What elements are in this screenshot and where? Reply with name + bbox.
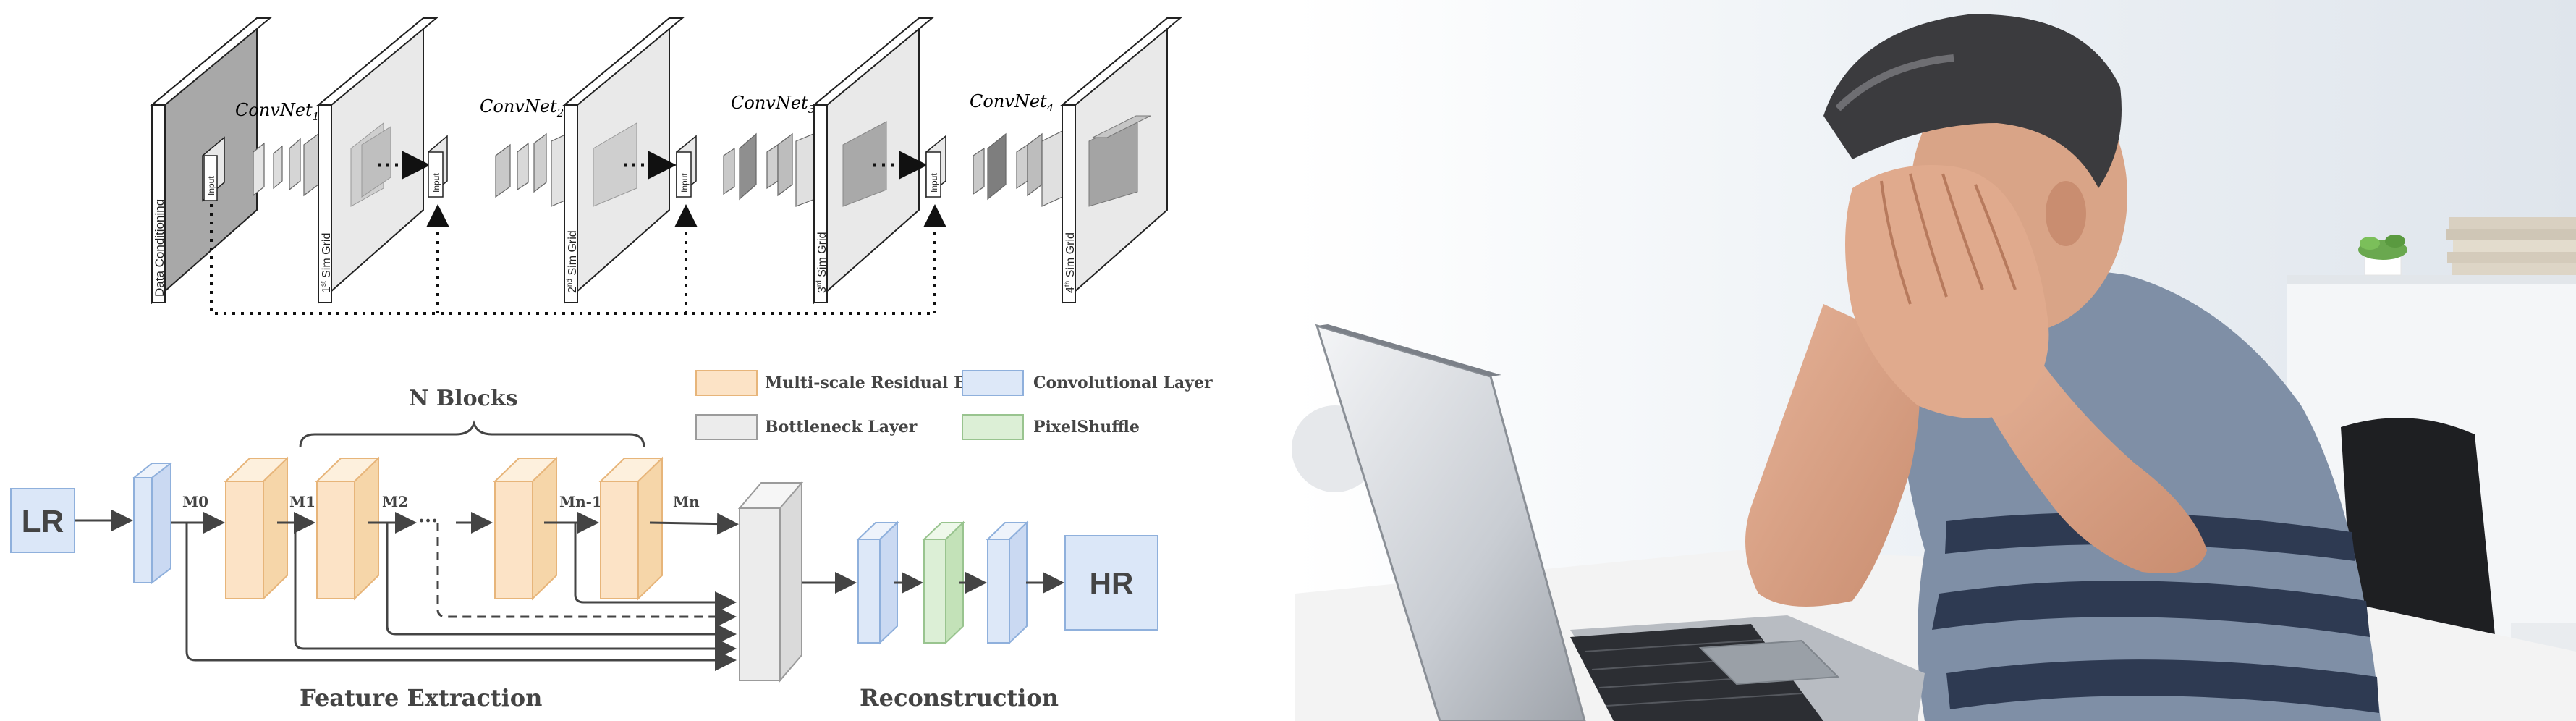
svg-text:Input: Input	[431, 173, 441, 193]
svg-text:Input: Input	[679, 173, 690, 193]
convnet-pipeline-diagram: Data Conditioning Input 1st Sim Grid	[150, 16, 1182, 315]
bottleneck-layer	[737, 481, 804, 683]
data-conditioning-label: Data Conditioning	[153, 199, 166, 297]
svg-text:Input: Input	[206, 176, 216, 195]
legend-swatch-msrb	[695, 370, 758, 396]
feature-label-mn: Mn	[673, 493, 700, 510]
legend-swatch-pixelshuffle	[962, 414, 1024, 440]
feature-label-mn-1: Mn-1	[559, 493, 602, 510]
legend-label-bottleneck: Bottleneck Layer	[765, 418, 918, 437]
feature-label-m0: M0	[182, 493, 208, 510]
sim-grid-4: 4th Sim Grid	[1060, 16, 1182, 305]
n-blocks-brace	[299, 420, 645, 448]
man-hands	[1845, 165, 2049, 418]
convnet-4-title: ConvNet4	[970, 91, 1054, 114]
feature-label-m2: M2	[382, 493, 408, 510]
section-label-reconstruction: Reconstruction	[860, 684, 1059, 712]
pixelshuffle-layer	[922, 520, 965, 645]
laptop-trackpad	[1698, 639, 1840, 686]
convnet-1-title: ConvNet1	[235, 100, 319, 123]
man-ear	[2046, 181, 2086, 246]
msrb-block-2	[315, 456, 381, 601]
sim-grid-2: 2nd Sim Grid	[562, 16, 685, 305]
n-blocks-title: N Blocks	[409, 386, 518, 411]
sim-grid-1: 1st Sim Grid	[316, 16, 438, 305]
conv-layer-recon-1	[856, 520, 899, 645]
conv-layer-recon-2	[986, 520, 1029, 645]
data-conditioning-block: Data Conditioning Input	[150, 16, 272, 305]
msrb-block-1	[224, 456, 289, 601]
feature-label-m1: M1	[289, 493, 315, 510]
sim-grid-2-label: 2nd Sim Grid	[566, 230, 579, 293]
finger-lines	[1880, 173, 2017, 305]
man-left-arm	[1745, 304, 1920, 607]
legend-swatch-conv	[962, 370, 1024, 396]
svg-text:HR: HR	[1090, 566, 1134, 600]
legend-label-pixelshuffle: PixelShuffle	[1033, 418, 1140, 437]
hr-box: HR	[1064, 535, 1158, 631]
books-stack	[2446, 217, 2576, 275]
stock-photo-frustrated-man	[1292, 0, 2576, 721]
sim-grid-1-label: 1st Sim Grid	[320, 233, 333, 293]
sim-grid-3: 3rd Sim Grid	[812, 16, 934, 305]
plant-pot	[2358, 235, 2407, 276]
sim-grid-4-label: 4th Sim Grid	[1064, 232, 1077, 293]
msrb-block-n	[598, 456, 664, 601]
man-hair	[1823, 14, 2122, 188]
legend-swatch-bottleneck	[695, 414, 758, 440]
conv-layer-head	[132, 461, 173, 585]
svg-text:LR: LR	[22, 504, 64, 539]
legend: Multi-scale Residual Block Convolutional…	[695, 370, 1213, 440]
svg-text:Input: Input	[929, 173, 939, 193]
skip-connections	[210, 204, 946, 315]
legend-label-conv: Convolutional Layer	[1033, 374, 1213, 392]
sim-grid-3-label: 3rd Sim Grid	[815, 232, 829, 293]
convnet-3-title: ConvNet3	[731, 93, 815, 116]
ellipsis-dots: ···	[418, 510, 438, 532]
lr-box: LR	[10, 488, 75, 553]
input-box-1: Input	[202, 136, 225, 202]
msrn-architecture-diagram: Multi-scale Residual Block Convolutional…	[10, 370, 1213, 712]
input-box-2: Input	[428, 135, 448, 198]
laptop	[1315, 324, 1925, 721]
msrb-block-n-1	[493, 456, 559, 601]
section-label-feature-extraction: Feature Extraction	[300, 684, 542, 712]
input-box-3: Input	[676, 135, 697, 198]
convnet-2-title: ConvNet2	[480, 96, 564, 119]
feature-skip-lines	[185, 523, 737, 671]
input-box-4: Input	[925, 135, 946, 198]
